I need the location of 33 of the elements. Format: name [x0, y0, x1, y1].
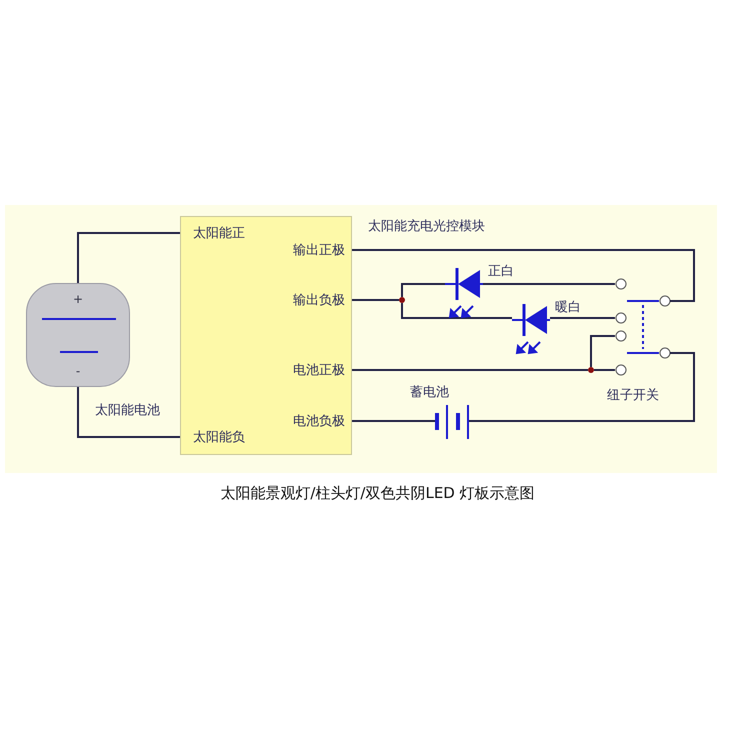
terminal-label: 输出正极: [263, 242, 353, 260]
solar-panel-symbol: [26, 283, 130, 387]
wire: [401, 303, 512, 319]
terminal-label: 输出负极: [263, 292, 353, 310]
terminal-label: 电池正极: [263, 362, 353, 380]
led-symbol: [512, 302, 550, 354]
part-label: 暖白: [555, 299, 581, 316]
module-title: 太阳能充电光控模块: [368, 218, 485, 235]
toggle-switch-symbol: [615, 276, 671, 378]
wire: [550, 317, 615, 319]
wire: [352, 249, 695, 302]
wire: [483, 283, 615, 285]
part-label: 太阳能电池: [95, 402, 160, 419]
part-label: 蓄电池: [410, 384, 449, 401]
wire: [352, 299, 399, 301]
caption: 太阳能景观灯/柱头灯/双色共阴LED 灯板示意图: [219, 484, 536, 503]
wire: [590, 335, 615, 367]
part-label: 纽子开关: [607, 387, 659, 404]
wire: [472, 352, 695, 422]
battery-symbol: [432, 404, 472, 440]
wire: [352, 420, 432, 422]
wire: [77, 387, 180, 438]
polarity-sign: +: [72, 292, 84, 306]
terminal-label: 电池负极: [263, 413, 353, 431]
wire: [401, 283, 445, 297]
polarity-sign: -: [76, 364, 80, 378]
part-label: 正白: [488, 263, 514, 280]
wire: [594, 369, 615, 371]
wire: [352, 369, 588, 371]
terminal-label: 太阳能负: [181, 429, 263, 447]
wire: [77, 232, 180, 283]
terminal-label: 太阳能正: [181, 225, 263, 243]
led-symbol: [445, 266, 483, 318]
